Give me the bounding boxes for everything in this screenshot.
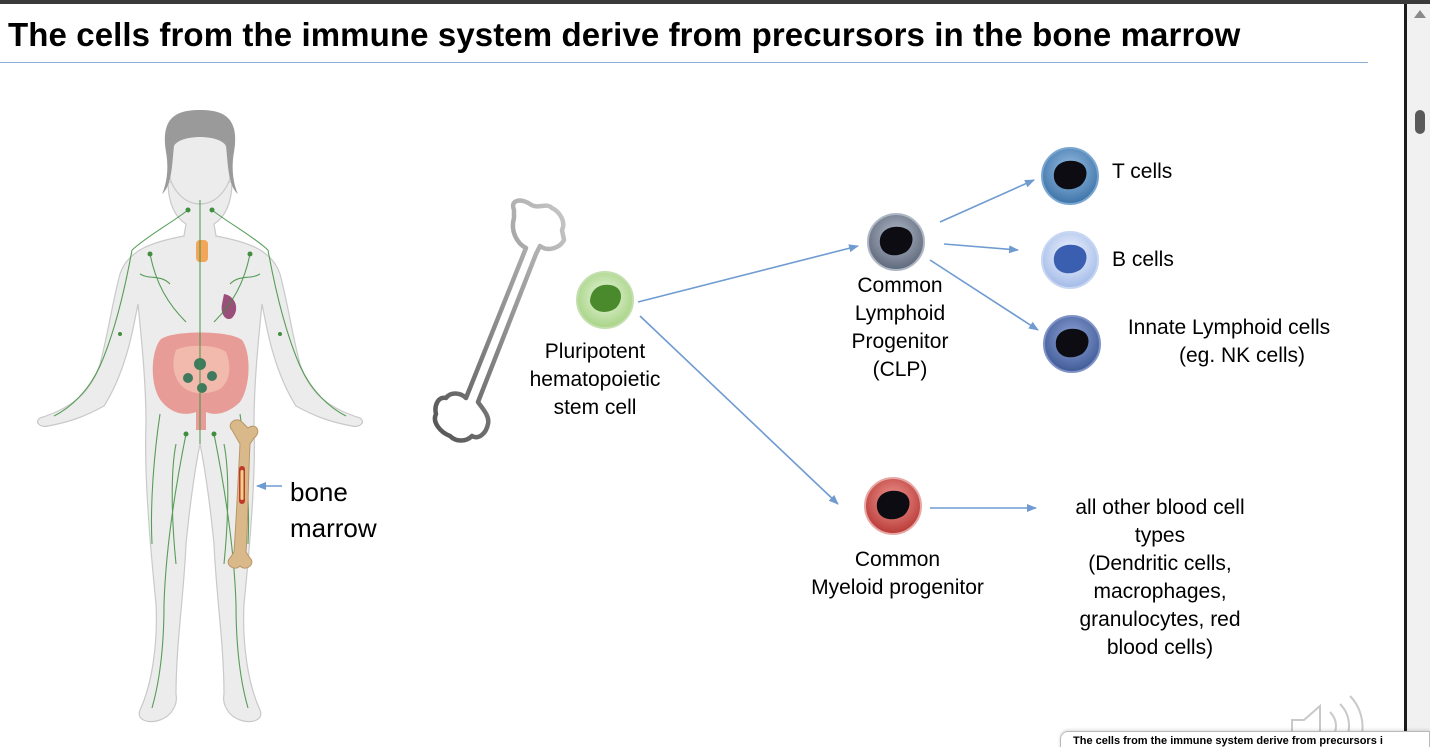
stem-cell-label: Pluripotent hematopoietic stem cell <box>505 338 685 422</box>
vertical-scrollbar[interactable] <box>1404 4 1430 747</box>
cmp-cell-icon <box>864 477 922 535</box>
ilc-label-line2: (eg. NK cells) <box>1178 344 1306 367</box>
t-cell-icon <box>1041 147 1099 205</box>
other-cells-label: all other blood cell types (Dendritic ce… <box>1040 494 1280 662</box>
cmp-label-line2: Myeloid progenitor <box>811 576 984 599</box>
slide-title: The cells from the immune system derive … <box>8 16 1241 53</box>
cmp-label: Common Myeloid progenitor <box>785 546 1010 602</box>
other-label-line3: (Dendritic cells, <box>1088 552 1232 575</box>
clp-label-line1: Common <box>857 274 943 297</box>
b-cell-icon <box>1041 231 1099 289</box>
stem-label-line1: Pluripotent <box>544 340 646 363</box>
arrow-clp-to-t <box>939 179 1035 223</box>
ilc-cell-icon <box>1043 315 1101 373</box>
clp-label-line2: Lymphoid <box>854 302 946 325</box>
long-bone-outline <box>432 198 567 443</box>
clp-label-line3: Progenitor <box>851 330 949 353</box>
human-body-illustration <box>36 110 364 723</box>
arrow-stem-to-clp <box>637 244 859 303</box>
other-label-line4: macrophages, <box>1093 580 1227 603</box>
scrollbar-thumb[interactable] <box>1415 110 1425 134</box>
diagram-artwork <box>36 110 1364 747</box>
slide-canvas: The cells from the immune system derive … <box>0 4 1404 747</box>
arrow-clp-to-ilc <box>929 259 1039 331</box>
bone-marrow-label-line2: marrow <box>290 513 377 543</box>
bone-marrow-label: bone marrow <box>290 474 377 546</box>
other-label-line1: all other blood cell <box>1075 496 1245 519</box>
cmp-label-line1: Common <box>854 548 941 571</box>
bone-marrow-label-line1: bone <box>290 477 348 507</box>
title-underline <box>0 62 1368 63</box>
ilc-label-line1: Innate Lymphoid cells <box>1127 316 1331 339</box>
clp-cell-icon <box>867 213 925 271</box>
b-cells-label: B cells <box>1112 248 1174 271</box>
t-cells-label: T cells <box>1112 160 1173 183</box>
slide-thumbnail-tab[interactable]: The cells from the immune system derive … <box>1060 731 1430 747</box>
arrow-stem-to-cmp <box>639 315 839 505</box>
stem-cell-icon <box>576 271 634 329</box>
arrow-clp-to-b <box>943 243 1019 254</box>
window-top-border <box>0 0 1430 4</box>
clp-label-line4: (CLP) <box>872 358 928 381</box>
stem-label-line3: stem cell <box>553 396 637 419</box>
other-label-line6: blood cells) <box>1106 636 1214 659</box>
other-label-line5: granulocytes, red <box>1079 608 1241 631</box>
triangle-up-icon[interactable] <box>1414 10 1426 18</box>
clp-label: Common Lymphoid Progenitor (CLP) <box>815 272 985 384</box>
ilc-label: Innate Lymphoid cells (eg. NK cells) <box>1098 314 1360 370</box>
other-label-line2: types <box>1134 524 1186 547</box>
stem-label-line2: hematopoietic <box>529 368 661 391</box>
